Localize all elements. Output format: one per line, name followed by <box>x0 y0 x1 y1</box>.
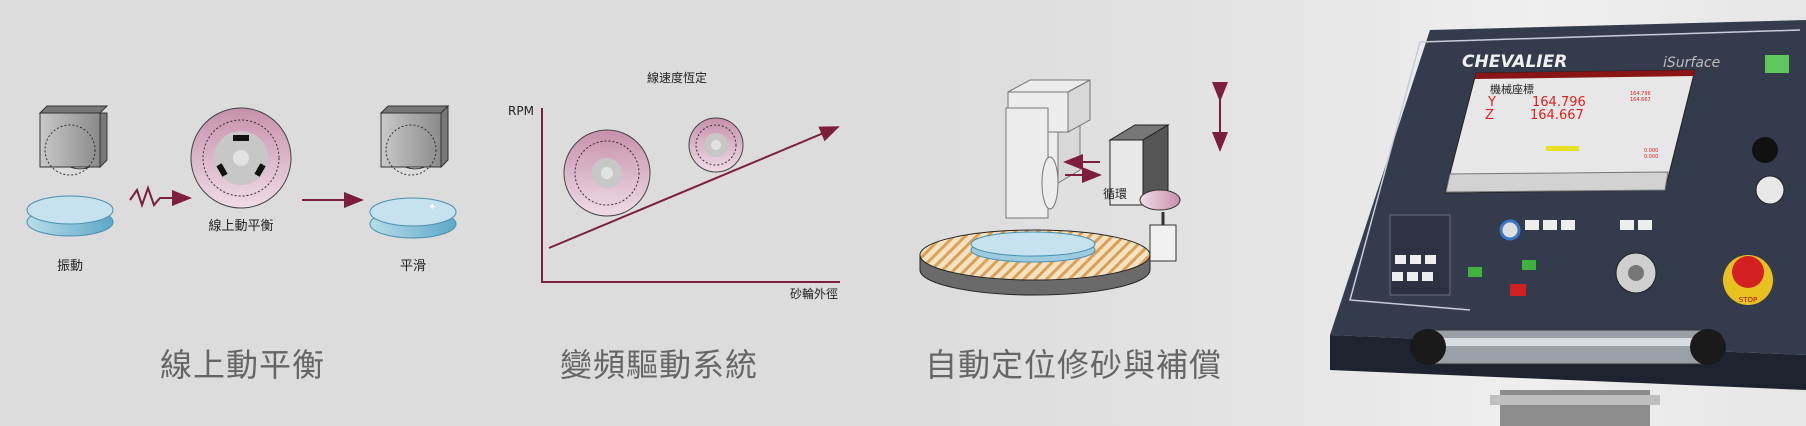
label-smooth: 平滑 <box>400 259 426 274</box>
handle-bar <box>1411 329 1725 365</box>
offset-y-value: 0.000 <box>1644 148 1658 154</box>
smooth-diagram: ✦ 平滑 <box>369 104 457 274</box>
balancing-wheel: 線上動平衡 <box>190 107 292 234</box>
model-name: iSurface <box>1663 55 1720 71</box>
rpm-chart: 線速度恆定 RPM 砂輪外徑 <box>508 70 840 301</box>
axis-y-label: Y <box>1487 95 1496 110</box>
stop-label: STOP <box>1739 296 1757 304</box>
speed-knob[interactable] <box>1755 175 1785 205</box>
side-y-value: 164.796 <box>1630 91 1651 97</box>
control-panel: CHEVALIER iSurface 機械座標 Y 164.796 Z 164.… <box>1330 20 1806 426</box>
emergency-stop-button[interactable] <box>1732 256 1764 288</box>
label-cycle: 循環 <box>1103 187 1127 201</box>
label-online-balancing: 線上動平衡 <box>208 218 273 234</box>
feed-knob[interactable] <box>1499 219 1521 241</box>
chart-title: 線速度恆定 <box>647 70 707 85</box>
cnc-screen: 機械座標 Y 164.796 Z 164.667 164.796 164.667… <box>1444 69 1696 194</box>
heading-online-balancing: 線上動平衡 <box>160 346 326 384</box>
offset-z-value: 0.000 <box>1644 154 1658 160</box>
svg-text:✦: ✦ <box>428 202 436 213</box>
axis-y-value: 164.796 <box>1532 95 1586 110</box>
dressing-diagram: 循環 <box>919 79 1228 296</box>
screen-title: 機械座標 <box>1490 82 1534 96</box>
vibration-diagram: 振動 <box>26 105 114 274</box>
heading-variable-frequency-drive: 變頻驅動系統 <box>560 346 759 384</box>
heading-auto-dressing-compensation: 自動定位修砂與補償 <box>925 346 1223 384</box>
brand-logo: CHEVALIER <box>1462 52 1567 72</box>
side-z-value: 164.667 <box>1630 97 1651 103</box>
axis-z-label: Z <box>1485 108 1494 123</box>
axis-z-value: 164.667 <box>1530 108 1584 123</box>
label-vibration: 振動 <box>57 259 83 274</box>
zigzag-arrow <box>129 184 192 209</box>
power-button[interactable] <box>1765 55 1789 73</box>
y-axis-label: RPM <box>508 104 534 118</box>
x-axis-label: 砂輪外徑 <box>790 286 838 301</box>
